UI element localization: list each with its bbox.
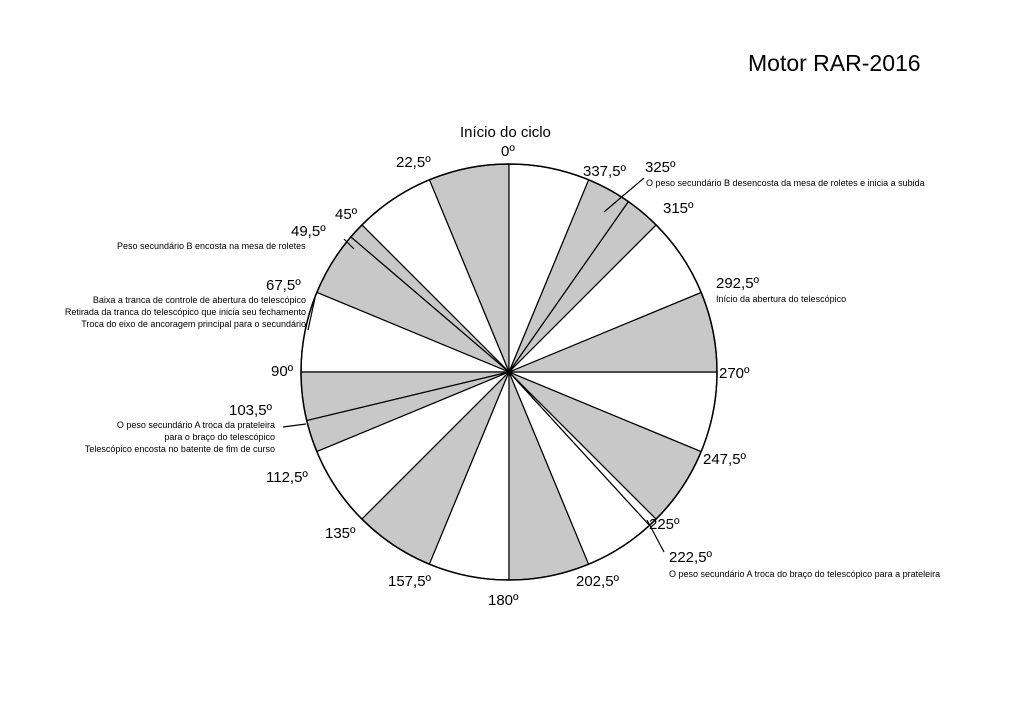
angle-label-270: 270º [719, 365, 750, 382]
angle-label-45: 45º [335, 206, 358, 223]
angle-label-202-5: 202,5º [576, 573, 620, 590]
event-note-49-5: Peso secundário B encosta na mesa de rol… [117, 241, 306, 251]
angle-label-135: 135º [325, 525, 356, 542]
angle-label-112-5: 112,5º [266, 469, 308, 486]
event-note-67-5-line-1: Baixa a tranca de controle de abertura d… [93, 295, 306, 305]
angle-label-292-5: 292,5º [716, 275, 760, 292]
angle-label-337-5: 337,5º [583, 163, 627, 180]
angle-label-180: 180º [488, 592, 519, 609]
event-note-103-5-line-2: para o braço do telescópico [164, 432, 275, 442]
leader-line-103-5 [282, 423, 307, 428]
sector-group [300, 163, 718, 581]
angle-label-67-5: 67,5º [266, 277, 301, 294]
cycle-start-label: Início do ciclo [460, 124, 551, 141]
angle-label-90: 90º [271, 363, 294, 380]
angle-label-222-5: 222,5º [669, 549, 713, 566]
angle-label-0: 0º [501, 143, 515, 160]
event-note-67-5-line-3: Troca do eixo de ancoragem principal par… [81, 319, 306, 329]
event-note-292-5: Início da abertura do telescópico [716, 294, 846, 304]
angle-label-325: 325º [645, 159, 676, 176]
angle-label-49-5: 49,5º [291, 223, 326, 240]
angle-label-247-5: 247,5º [703, 451, 747, 468]
diagram-circle [300, 163, 718, 581]
leader-line-67-5 [307, 297, 316, 331]
event-note-325: O peso secundário B desencosta da mesa d… [646, 178, 925, 188]
event-note-222-5: O peso secundário A troca do braço do te… [669, 569, 940, 579]
angle-label-103-5: 103,5º [229, 402, 273, 419]
leader-line-325 [603, 177, 645, 213]
event-note-103-5-line-1: O peso secundário A troca da prateleira [117, 420, 275, 430]
leader-lines [282, 177, 665, 553]
event-note-103-5-line-3: Telescópico encosta no batente de fim de… [85, 444, 275, 454]
angle-label-157-5: 157,5º [388, 573, 432, 590]
leader-line-222-5 [646, 519, 665, 553]
event-note-67-5-line-2: Retirada da tranca do telescópico que in… [65, 307, 306, 317]
angle-label-315: 315º [663, 200, 694, 217]
leader-line-49-5 [343, 238, 355, 250]
angle-label-225: 225º [649, 516, 680, 533]
diagram-title: Motor RAR-2016 [748, 50, 921, 76]
angle-label-22-5: 22,5º [396, 154, 431, 171]
